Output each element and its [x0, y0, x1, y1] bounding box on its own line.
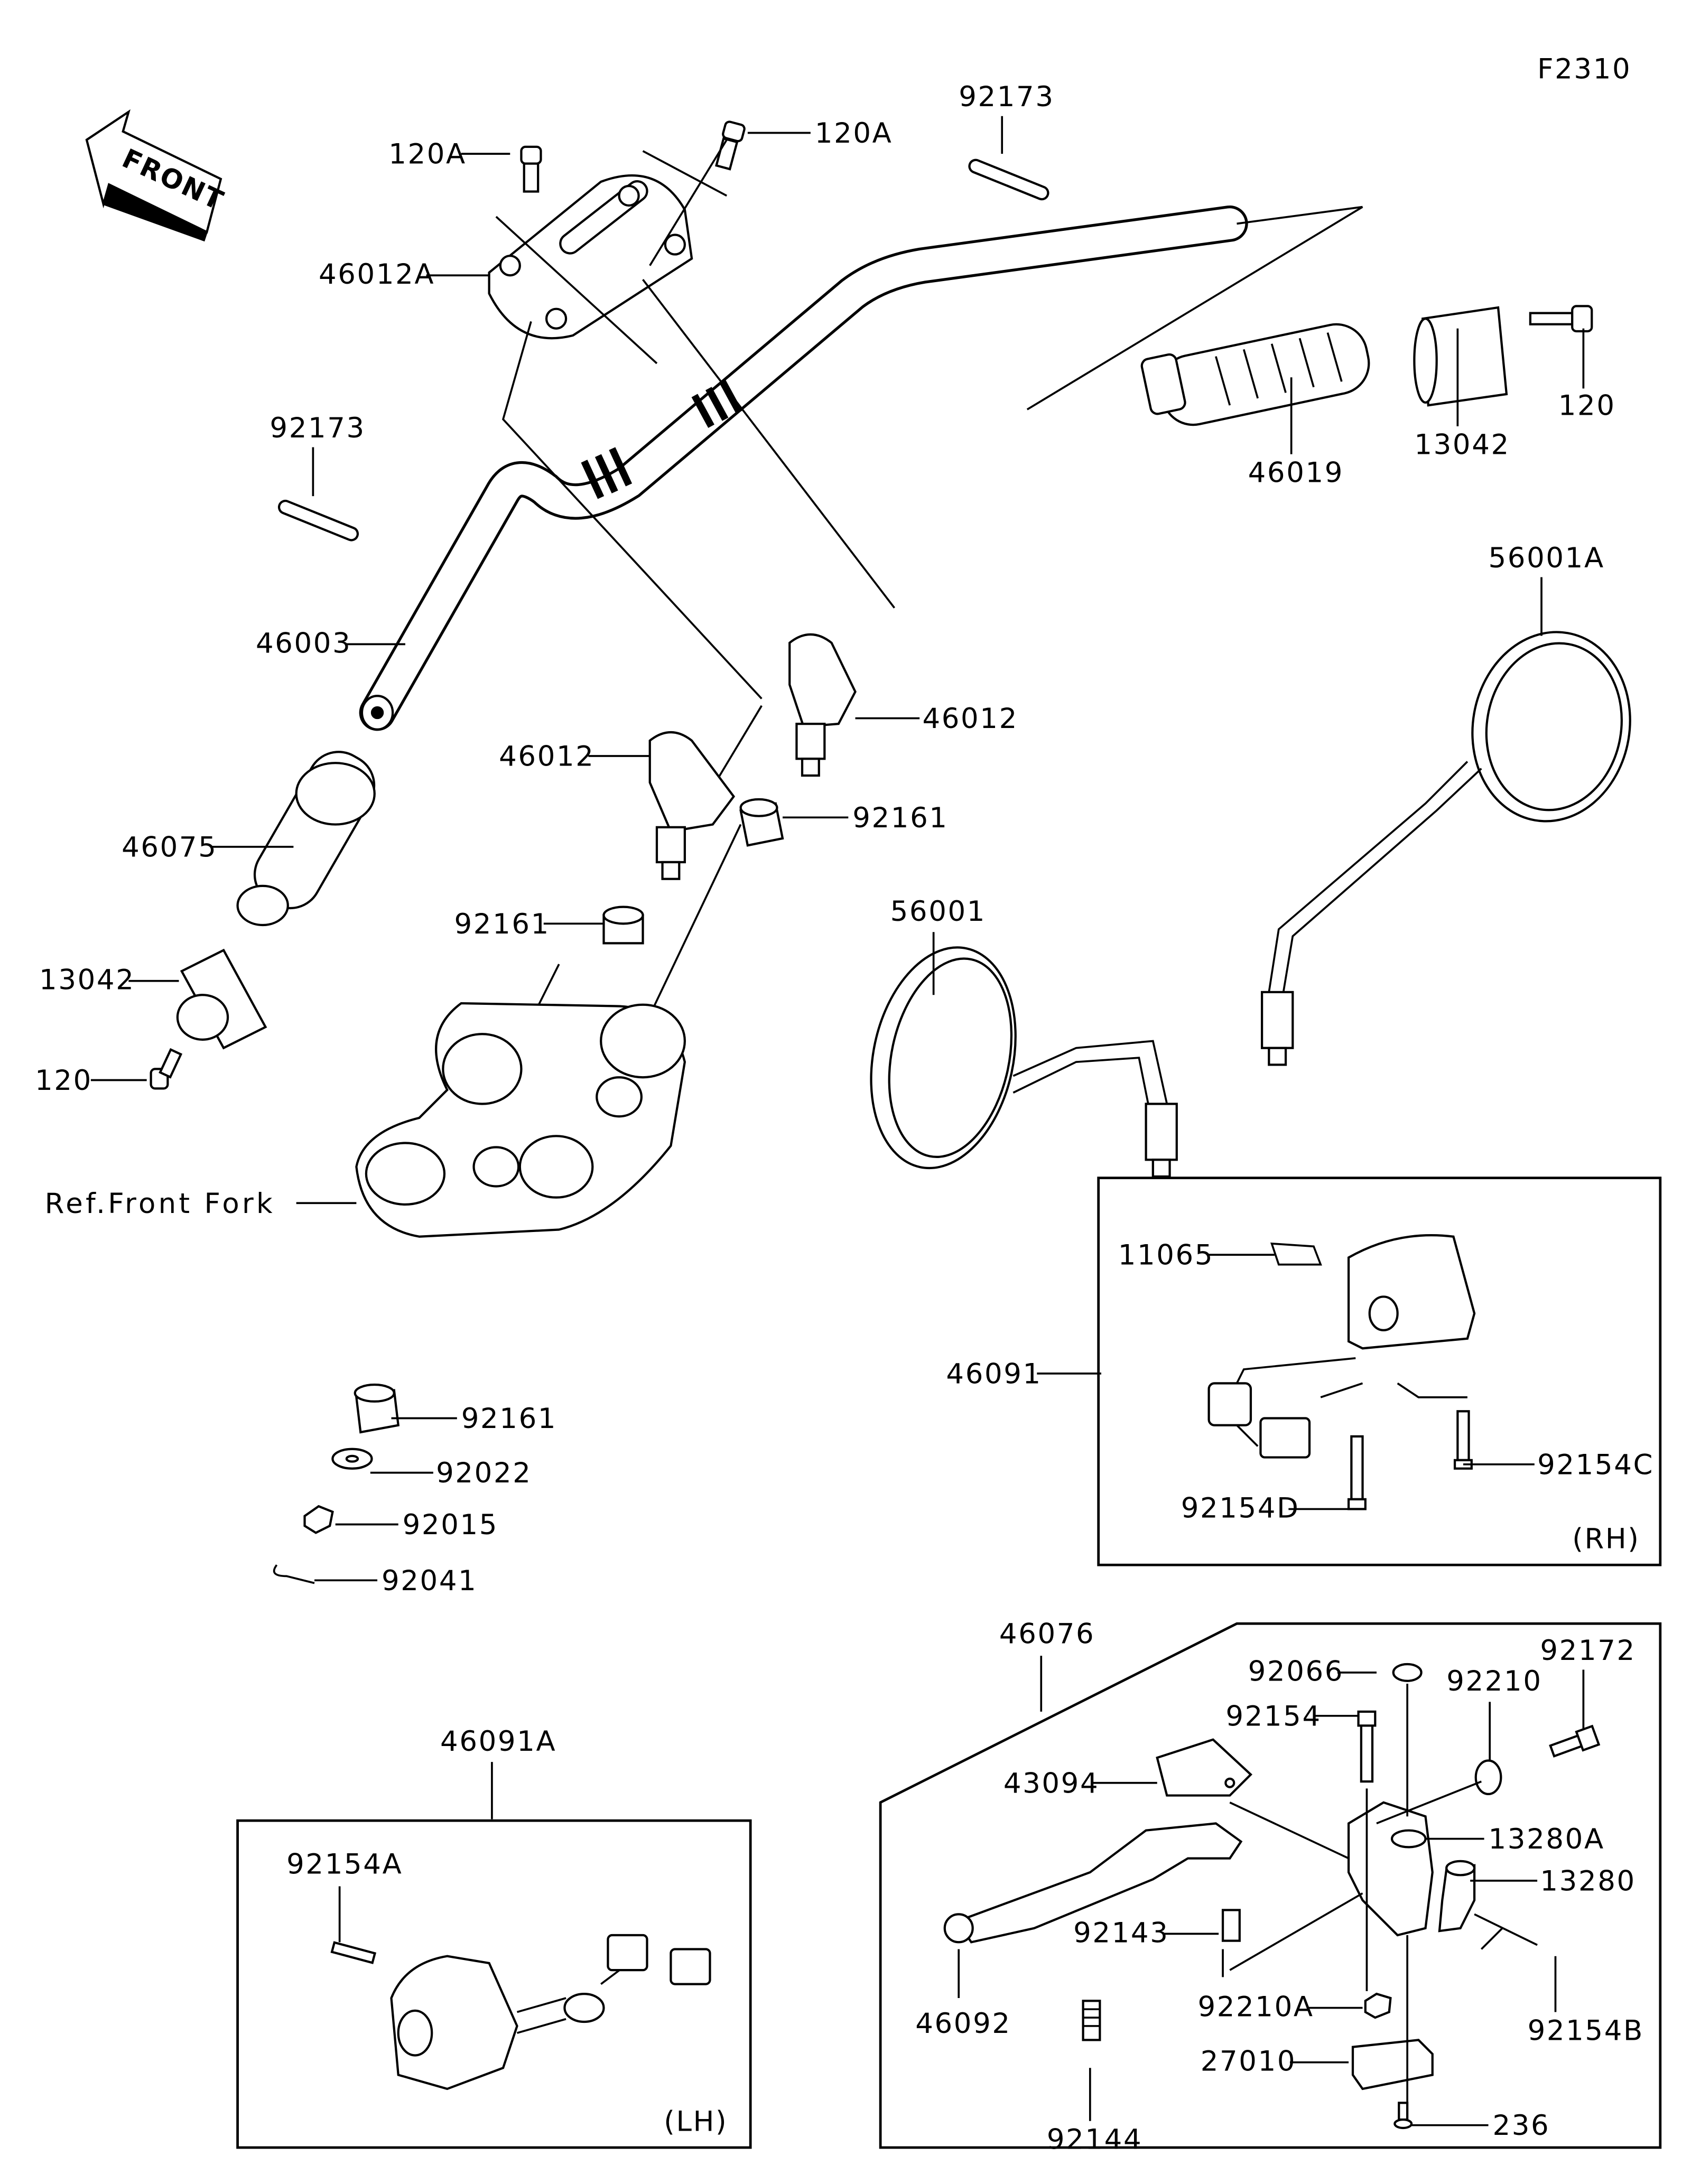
- callout-label: 46012A: [319, 258, 435, 291]
- throttle-grip-part: [1140, 323, 1370, 426]
- callout-label: 92173: [270, 412, 365, 444]
- front-arrow-icon: FRONT: [85, 109, 229, 242]
- callout-label: 92161: [461, 1403, 557, 1435]
- callout-label: 92154B: [1528, 2014, 1644, 2047]
- callout-label: 92172: [1540, 1635, 1636, 1667]
- steering-stem-head-part: [355, 1002, 686, 1238]
- switch-27010: [1351, 2039, 1434, 2090]
- callout-label: 120A: [388, 138, 467, 171]
- lever-holder-43094: [1156, 1738, 1252, 1797]
- callout-label: 46076: [999, 1618, 1095, 1650]
- callout-label: 46091A: [440, 1725, 556, 1758]
- lh-switch-housing-part: [390, 1934, 711, 2090]
- screw-92154d: [1347, 1435, 1367, 1510]
- leader-lines: [90, 116, 1585, 2126]
- nut-92210a: [1364, 1992, 1392, 2019]
- callout-label: 92210A: [1197, 1991, 1314, 2023]
- rh-box-label: (RH): [1572, 1523, 1640, 1555]
- damper-92161-upper-left: [602, 906, 644, 945]
- washer-92022: [331, 1448, 373, 1470]
- handlebar-upper-holder-part: [488, 174, 693, 340]
- handlebar-part: [359, 205, 1363, 731]
- callout-label: Ref.Front Fork: [45, 1188, 275, 1220]
- callout-label: 92161: [852, 802, 948, 834]
- callout-label: 92173: [959, 81, 1054, 113]
- callout-label: 236: [1492, 2110, 1550, 2142]
- bolt-120a-left: [520, 145, 542, 193]
- callout-label: 46092: [915, 2008, 1011, 2040]
- damper-92161-lower: [354, 1383, 400, 1434]
- rh-bracket-11065: [1270, 1242, 1322, 1266]
- bolt-92172: [1549, 1724, 1601, 1758]
- callout-label: 46019: [1248, 457, 1344, 489]
- clamp-13280: [1438, 1860, 1476, 1933]
- spring-92144: [1082, 2000, 1101, 2041]
- lever-assembly-box: [879, 1622, 1662, 2149]
- callout-labels: 120A 120A 92173 46012A 92173 46003 46019…: [35, 81, 1654, 2156]
- callout-label: 46012: [499, 740, 594, 772]
- handlebar-holder-left-part: [648, 731, 736, 880]
- callout-label: 92161: [454, 908, 550, 940]
- callout-label: 11065: [1118, 1239, 1214, 1272]
- callout-label: 120A: [815, 117, 893, 150]
- callout-label: 56001A: [1489, 542, 1605, 574]
- clip-92173-top: [968, 158, 1049, 201]
- callout-label: 46012: [922, 703, 1018, 735]
- screw-92154a: [330, 1941, 377, 1964]
- clutch-lever-part: [943, 1822, 1243, 1944]
- callout-label: 120: [1558, 390, 1616, 422]
- bolt-120a-right: [714, 120, 746, 171]
- callout-label: 13042: [39, 964, 135, 996]
- callout-label: 92154C: [1537, 1449, 1654, 1481]
- callout-label: 13280: [1540, 1865, 1636, 1897]
- callout-label: 46091: [946, 1358, 1042, 1390]
- bolt-120-right: [1529, 305, 1593, 333]
- mirror-left-part: [870, 946, 1178, 1178]
- callout-label: 46075: [122, 831, 217, 863]
- callout-label: 92066: [1248, 1656, 1344, 1688]
- lever-bracket-13280a: [1347, 1801, 1434, 1937]
- callout-label: 120: [35, 1065, 92, 1097]
- callout-label: 27010: [1201, 2046, 1296, 2078]
- callout-label: 92143: [1073, 1917, 1169, 1949]
- left-grip-part: [236, 751, 376, 927]
- clip-92173-left: [277, 499, 359, 542]
- bolt-120-left: [150, 1048, 183, 1090]
- handlebar-holder-right-part: [788, 633, 857, 777]
- callout-label: 92154D: [1181, 1492, 1300, 1524]
- callout-label: 92154A: [286, 1849, 403, 1881]
- callout-label: 13042: [1414, 429, 1510, 461]
- callout-label: 43094: [1004, 1767, 1099, 1799]
- lh-switch-box: [236, 1819, 752, 2149]
- bar-end-weight-right: [1413, 306, 1508, 407]
- callout-label: 56001: [890, 895, 986, 928]
- collar-92143: [1221, 1909, 1241, 1942]
- spacer-92210: [1474, 1759, 1502, 1796]
- rh-switch-housing-part: [1207, 1234, 1476, 1459]
- bar-end-weight-left: [176, 948, 267, 1050]
- lh-box-label: (LH): [664, 2105, 728, 2138]
- callout-label: 92022: [436, 1457, 532, 1489]
- callout-label: 13280A: [1489, 1823, 1605, 1855]
- mirror-right-part: [1260, 631, 1631, 1066]
- diagram-code: F2310: [1537, 53, 1631, 85]
- bolt-92154: [1357, 1710, 1377, 1783]
- callout-label: 92015: [403, 1509, 498, 1541]
- rh-switch-box: [1097, 1177, 1662, 1566]
- cap-92066: [1392, 1663, 1423, 1682]
- damper-92161-upper-right: [739, 798, 784, 847]
- callout-label: 46003: [256, 627, 351, 659]
- callout-label: 92041: [382, 1565, 477, 1597]
- callout-label: 92210: [1446, 1665, 1542, 1697]
- callout-label: 92154: [1225, 1700, 1321, 1732]
- callout-label: 92144: [1047, 2124, 1142, 2156]
- cotter-pin-92041: [273, 1564, 315, 1584]
- screw-92154c: [1453, 1410, 1473, 1470]
- screw-236: [1393, 2102, 1413, 2130]
- nut-92015: [303, 1505, 334, 1534]
